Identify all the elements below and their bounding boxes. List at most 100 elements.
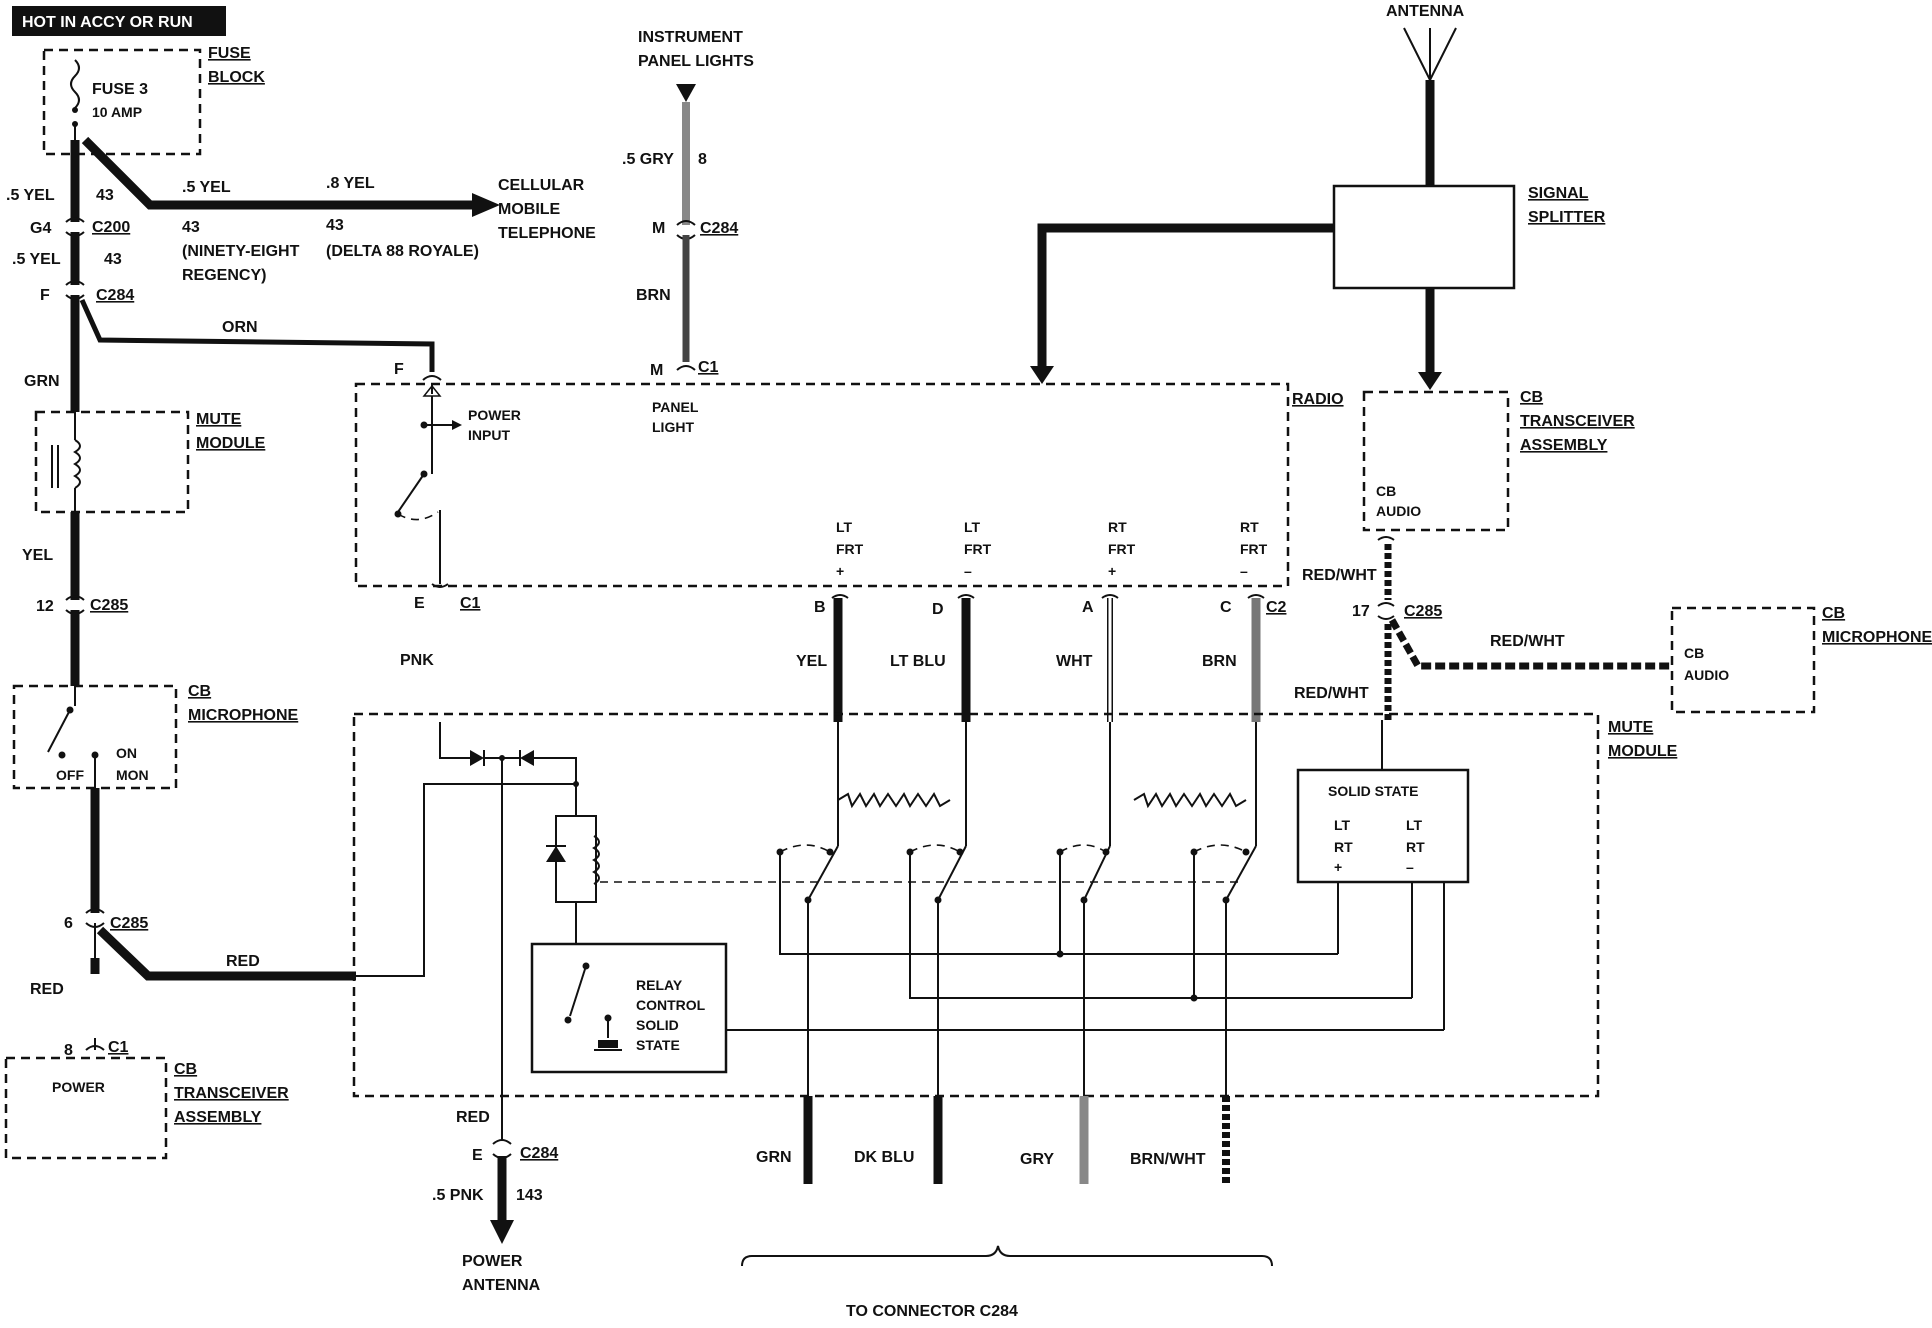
relay-control-label-3: SOLID — [636, 1017, 679, 1033]
fuse-block: FUSE 3 10 AMP FUSE BLOCK — [42, 45, 265, 156]
solid-state-rt-3: – — [1406, 859, 1414, 875]
rt-frt-plus-label-2: FRT — [1108, 541, 1136, 557]
fuse-rating: 10 AMP — [92, 104, 142, 120]
rt-frt-plus-label-3: + — [1108, 563, 1116, 579]
pin-m-2: M — [650, 362, 663, 379]
arrow-down-icon-2 — [1030, 366, 1054, 384]
solid-state-rt-2: RT — [1406, 839, 1425, 855]
lt-frt-minus-label-2: FRT — [964, 541, 992, 557]
cb-wiring-right: RED/WHT 17 C285 RED/WHT RED/WHT — [1294, 536, 1672, 720]
switch-on-label: ON — [116, 745, 137, 761]
cb-transceiver-right: CB AUDIO CB TRANSCEIVER ASSEMBLY — [1362, 389, 1635, 532]
instrument-title-2: PANEL LIGHTS — [638, 53, 754, 70]
bottom-wires: GRN DK BLU GRY BRN/WHT TO CONNECTOR C284 — [741, 1096, 1273, 1320]
connector-c285-cb: C285 — [1404, 603, 1442, 620]
wire-label-red-wht-3: RED/WHT — [1294, 685, 1369, 702]
relay-control-label-2: CONTROL — [636, 997, 706, 1013]
wire-label-orn: ORN — [222, 319, 258, 336]
wire-label-red-wht: RED/WHT — [1302, 567, 1377, 584]
mobile-label: MOBILE — [498, 201, 561, 218]
wire-label-red-pa: RED — [456, 1109, 490, 1126]
wire-label-red: RED — [30, 981, 64, 998]
cb-mic-audio-label-2: AUDIO — [1684, 667, 1729, 683]
relay-control-label-4: STATE — [636, 1037, 680, 1053]
wire-label-yel: YEL — [22, 547, 53, 564]
panel-light-label-2: LIGHT — [652, 419, 694, 435]
lt-frt-plus-label-3: + — [836, 563, 844, 579]
splitter-title-2: SPLITTER — [1528, 209, 1606, 226]
connector-c1-radio: C1 — [460, 595, 481, 612]
wire-label-5yel-2: .5 YEL — [12, 251, 61, 268]
power-source-label: HOT IN ACCY OR RUN — [22, 14, 193, 31]
wire-label-5gry: .5 GRY — [622, 151, 674, 168]
cb-trans-right-title: CB — [1520, 389, 1543, 406]
solid-state-lt-3: + — [1334, 859, 1342, 875]
cb-mic-title-2: MICROPHONE — [188, 707, 299, 724]
power-antenna-title: POWER — [462, 1253, 523, 1270]
cb-microphone-left: OFF ON MON CB MICROPHONE — [12, 683, 299, 790]
delta-label: (DELTA 88 ROYALE) — [326, 243, 479, 260]
power-source-header: HOT IN ACCY OR RUN — [12, 6, 226, 36]
cb-trans-title: CB — [174, 1061, 197, 1078]
power-label: POWER — [52, 1079, 105, 1095]
arrow-icon — [472, 193, 500, 217]
lt-frt-plus-label-2: FRT — [836, 541, 864, 557]
circuit-43-phone-2: 43 — [326, 217, 344, 234]
wire-label-5yel-phone: .5 YEL — [182, 179, 231, 196]
radio-switch-icon — [397, 473, 425, 513]
fuse-icon — [70, 59, 80, 109]
pin-12: 12 — [36, 598, 54, 615]
rt-frt-minus-label-2: FRT — [1240, 541, 1268, 557]
wire-label-pnk: PNK — [400, 652, 434, 669]
rt-frt-plus-label: RT — [1108, 519, 1127, 535]
diode-icon-2 — [520, 750, 534, 766]
connector-c1-ipl: C1 — [698, 359, 719, 376]
red-wire: RED — [96, 926, 356, 981]
solid-state-lt-2: RT — [1334, 839, 1353, 855]
arrow-down-icon-3 — [490, 1220, 514, 1244]
ground-icon — [598, 1040, 618, 1048]
wire-label-8yel-phone: .8 YEL — [326, 175, 375, 192]
wire-label-brn-wht: BRN/WHT — [1130, 1151, 1206, 1168]
pin-d: D — [932, 601, 944, 618]
switch-mon-label: MON — [116, 767, 149, 783]
wire-label-lt-blu: LT BLU — [890, 653, 946, 670]
cb-trans-right-title-2: TRANSCEIVER — [1520, 413, 1635, 430]
coil-spring-icon-2 — [1133, 792, 1247, 809]
panel-light-label: PANEL — [652, 399, 699, 415]
lt-frt-minus-label-3: – — [964, 563, 972, 579]
wire-label-wht: WHT — [1056, 653, 1093, 670]
lt-frt-plus-label: LT — [836, 519, 853, 535]
mute-module-title-2: MODULE — [196, 435, 266, 452]
fuse-block-title: FUSE — [208, 45, 251, 62]
cb-trans-title-2: TRANSCEIVER — [174, 1085, 289, 1102]
connector-c200: C200 — [92, 219, 130, 236]
coil-icon — [73, 439, 81, 489]
splitter-title: SIGNAL — [1528, 185, 1589, 202]
wire-label-red-2: RED — [226, 953, 260, 970]
regency-label: REGENCY) — [182, 267, 266, 284]
cb-mic-right-title-2: MICROPHONE — [1822, 629, 1932, 646]
wire-label-grn: GRN — [24, 373, 60, 390]
cb-mic-title: CB — [188, 683, 211, 700]
pin-m: M — [652, 220, 665, 237]
solid-state-lt: LT — [1334, 817, 1351, 833]
cb-trans-right-title-3: ASSEMBLY — [1520, 437, 1608, 454]
solid-state-label: SOLID STATE — [1328, 783, 1418, 799]
connector-c284-ipl: C284 — [700, 220, 738, 237]
connector-c285: C285 — [90, 597, 128, 614]
circuit-43: 43 — [96, 187, 114, 204]
ninety-eight-label: (NINETY-EIGHT — [182, 243, 300, 260]
relay-switch-icon — [569, 965, 587, 1017]
connector-c1: C1 — [108, 1039, 129, 1056]
radio-pin-f: F — [394, 361, 404, 378]
wire-label-brn-spk: BRN — [1202, 653, 1237, 670]
speaker-wires: YEL LT BLU WHT BRN — [796, 594, 1265, 722]
power-input-label-2: INPUT — [468, 427, 510, 443]
circuit-43-2: 43 — [104, 251, 122, 268]
fuse-block-title-2: BLOCK — [208, 69, 265, 86]
radio-pin-e: E — [414, 595, 425, 612]
fuse-name: FUSE 3 — [92, 81, 148, 98]
lt-frt-minus-label: LT — [964, 519, 981, 535]
solid-state-rt: LT — [1406, 817, 1423, 833]
